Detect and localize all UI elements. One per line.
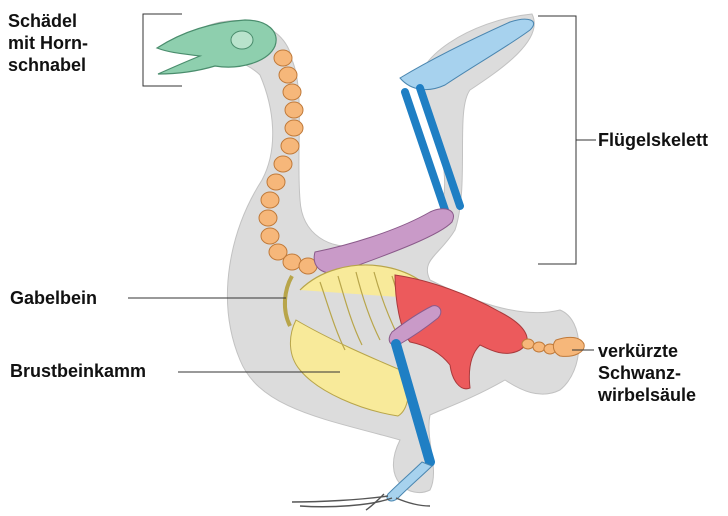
wing-label: Flügelskelett — [598, 129, 708, 151]
keel-label: Brustbeinkamm — [10, 360, 146, 382]
tail-label-line3: wirbelsäule — [598, 384, 696, 406]
skull-label-line2: mit Horn- — [8, 32, 88, 54]
skull-orbit — [231, 31, 253, 49]
tail-label: verkürzte Schwanz- wirbelsäule — [598, 340, 696, 406]
skull-label-line1: Schädel — [8, 10, 88, 32]
foot-toes — [292, 494, 430, 510]
furcula-label: Gabelbein — [10, 287, 97, 309]
wing-bracket — [538, 16, 576, 264]
tail-label-line1: verkürzte — [598, 340, 696, 362]
tail-label-line2: Schwanz- — [598, 362, 696, 384]
pygostyle — [553, 337, 584, 356]
skull-label: Schädel mit Horn- schnabel — [8, 10, 88, 76]
skull-label-line3: schnabel — [8, 54, 88, 76]
